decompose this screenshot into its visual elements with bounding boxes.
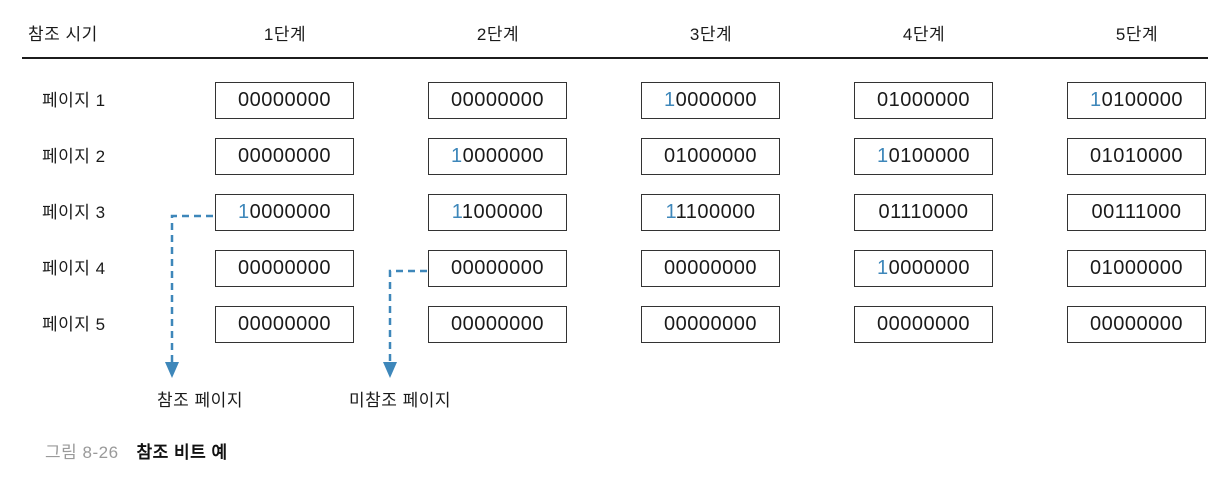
- bit-cell-p4-s3: 00000000: [641, 250, 780, 287]
- row-label-page-4: 페이지 4: [42, 259, 106, 278]
- bit-cell-p2-s5: 01010000: [1067, 138, 1206, 175]
- bit-string: 00000000: [238, 145, 331, 167]
- column-header-stage-3: 3단계: [689, 25, 733, 44]
- referenced-bit: 1: [664, 89, 676, 111]
- bit-cell-p1-s5: 10100000: [1067, 82, 1206, 119]
- bit-cell-p2-s2: 10000000: [428, 138, 567, 175]
- bit-cell-p4-s1: 00000000: [215, 250, 354, 287]
- bit-cell-p1-s4: 01000000: [854, 82, 993, 119]
- bit-string: 01110000: [878, 201, 969, 223]
- bit-string: 01000000: [1090, 257, 1183, 279]
- bit-cell-p4-s5: 01000000: [1067, 250, 1206, 287]
- annotation-referenced-page: 참조 페이지: [157, 391, 243, 410]
- bit-string: 00000000: [238, 257, 331, 279]
- bit-cell-p3-s4: 01110000: [854, 194, 993, 231]
- referenced-bit: 1: [1090, 89, 1102, 111]
- row-label-page-2: 페이지 2: [42, 147, 106, 166]
- bit-string: 00000000: [1090, 313, 1183, 335]
- bit-string: 00000000: [238, 89, 331, 111]
- column-header-stage-1: 1단계: [263, 25, 307, 44]
- bit-string: 00000000: [451, 89, 544, 111]
- bit-string: 01010000: [1090, 145, 1183, 167]
- bit-string: 0000000: [462, 145, 544, 167]
- referenced-bit: 1: [451, 201, 462, 223]
- bit-cell-p3-s1: 10000000: [215, 194, 354, 231]
- bit-cell-p5-s2: 00000000: [428, 306, 567, 343]
- referenced-bit: 1: [877, 257, 889, 279]
- bit-string: 00000000: [451, 257, 544, 279]
- referenced-bit: 1: [238, 201, 250, 223]
- bit-string: 1000000: [461, 201, 544, 223]
- figure-number: 그림 8-26: [45, 443, 119, 462]
- column-header-stage-2: 2단계: [476, 25, 520, 44]
- bit-cell-p1-s2: 00000000: [428, 82, 567, 119]
- column-header-reference-time: 참조 시기: [28, 25, 98, 44]
- referenced-page-arrow-line: [170, 214, 213, 364]
- bit-string: 0000000: [675, 89, 757, 111]
- bit-cell-p5-s4: 00000000: [854, 306, 993, 343]
- bit-cell-p2-s3: 01000000: [641, 138, 780, 175]
- bit-cell-p1-s1: 00000000: [215, 82, 354, 119]
- referenced-bit: 1: [451, 145, 463, 167]
- bit-cell-p2-s1: 00000000: [215, 138, 354, 175]
- referenced-bit: 1: [665, 201, 676, 223]
- unreferenced-page-arrow-line: [388, 269, 427, 364]
- unreferenced-page-arrowhead-icon: [383, 362, 397, 378]
- row-label-page-1: 페이지 1: [42, 91, 106, 110]
- bit-string: 0100000: [888, 145, 970, 167]
- referenced-bit: 1: [877, 145, 889, 167]
- annotation-unreferenced-page: 미참조 페이지: [348, 391, 452, 410]
- bit-cell-p4-s2: 00000000: [428, 250, 567, 287]
- bit-string: 0100000: [1101, 89, 1183, 111]
- bit-cell-p3-s2: 11000000: [428, 194, 567, 231]
- bit-cell-p5-s5: 00000000: [1067, 306, 1206, 343]
- bit-string: 00111000: [1091, 201, 1182, 223]
- bit-cell-p4-s4: 10000000: [854, 250, 993, 287]
- bit-string: 00000000: [877, 313, 970, 335]
- row-label-page-5: 페이지 5: [42, 315, 106, 334]
- bit-string: 01000000: [877, 89, 970, 111]
- bit-string: 00000000: [664, 313, 757, 335]
- bit-cell-p2-s4: 10100000: [854, 138, 993, 175]
- bit-string: 0000000: [888, 257, 970, 279]
- bit-string: 00000000: [238, 313, 331, 335]
- bit-cell-p3-s5: 00111000: [1067, 194, 1206, 231]
- bit-cell-p5-s3: 00000000: [641, 306, 780, 343]
- bit-cell-p3-s3: 11100000: [641, 194, 780, 231]
- figure-caption: 그림 8-26 참조 비트 예: [45, 438, 228, 463]
- column-header-stage-4: 4단계: [902, 25, 946, 44]
- referenced-page-arrowhead-icon: [165, 362, 179, 378]
- bit-cell-p1-s3: 10000000: [641, 82, 780, 119]
- header-divider-line: [22, 57, 1208, 59]
- bit-string: 00000000: [664, 257, 757, 279]
- bit-string: 01000000: [664, 145, 757, 167]
- bit-string: 00000000: [451, 313, 544, 335]
- bit-cell-p5-s1: 00000000: [215, 306, 354, 343]
- bit-string: 0000000: [249, 201, 331, 223]
- row-label-page-3: 페이지 3: [42, 203, 106, 222]
- column-header-stage-5: 5단계: [1115, 25, 1159, 44]
- bit-string: 1100000: [675, 201, 756, 223]
- figure-title: 참조 비트 예: [136, 443, 228, 462]
